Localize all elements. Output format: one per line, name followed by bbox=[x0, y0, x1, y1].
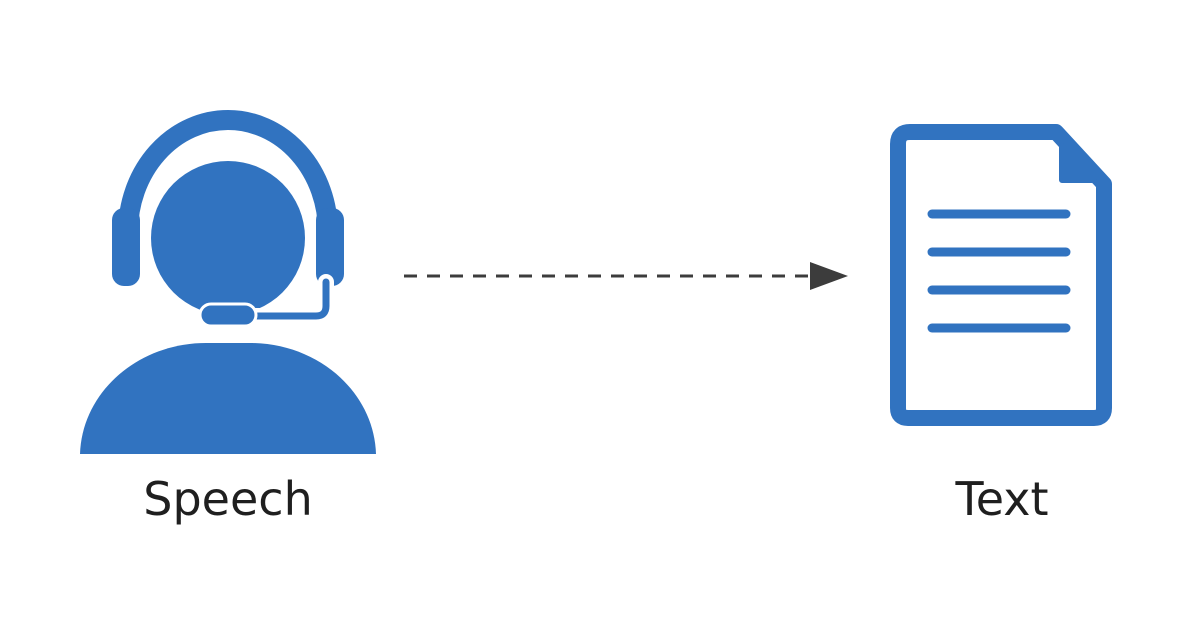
document-fold bbox=[1059, 143, 1097, 183]
headband bbox=[118, 110, 338, 242]
left-ear-cup bbox=[112, 208, 140, 286]
document-icon bbox=[890, 124, 1112, 426]
text-label: Text bbox=[955, 472, 1049, 526]
arrowhead-icon bbox=[810, 262, 848, 290]
headset-person-icon bbox=[80, 110, 376, 454]
mic-boom-inner bbox=[236, 278, 330, 320]
right-ear-cup bbox=[316, 208, 344, 286]
document-outline bbox=[890, 124, 1112, 426]
mic-head bbox=[198, 302, 258, 328]
head bbox=[151, 161, 305, 315]
shoulders bbox=[80, 343, 376, 454]
connector-arrow bbox=[404, 262, 848, 290]
speech-label: Speech bbox=[143, 472, 313, 526]
